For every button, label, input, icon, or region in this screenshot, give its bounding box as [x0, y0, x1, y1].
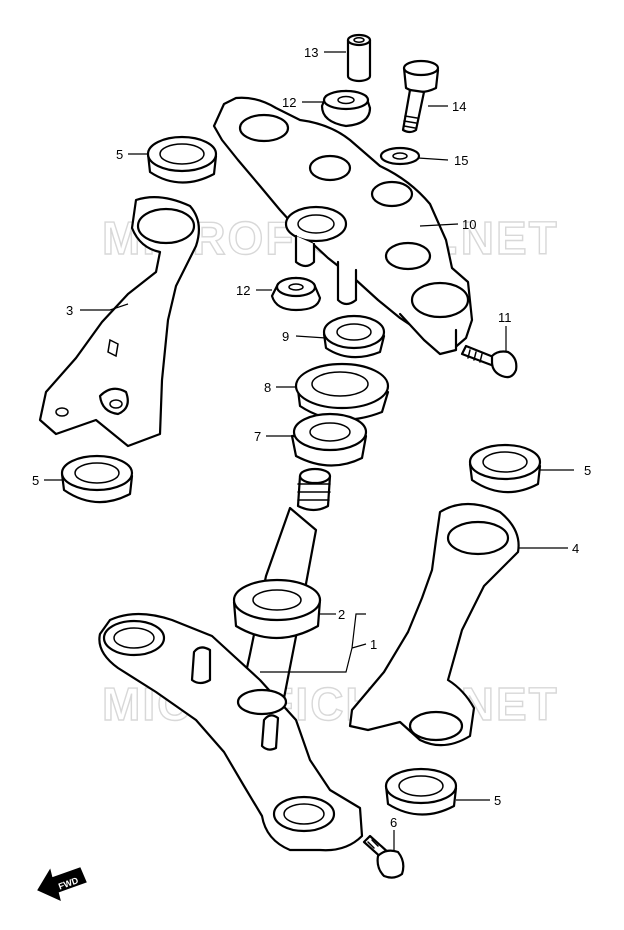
callout-1: 1 — [370, 637, 377, 652]
callout-13: 13 — [304, 45, 318, 60]
part-7-bearing[interactable] — [290, 412, 368, 467]
callout-11: 11 — [498, 310, 512, 325]
part-2-lower-bearing[interactable] — [232, 578, 322, 640]
callout-4: 4 — [572, 541, 579, 556]
part-5-ring-upper-left[interactable] — [146, 135, 218, 184]
callout-7: 7 — [254, 429, 261, 444]
callout-12-upper: 12 — [282, 95, 296, 110]
part-9-stem-nut[interactable] — [322, 314, 386, 359]
part-5-ring-lower-left[interactable] — [60, 454, 134, 504]
callout-14: 14 — [452, 99, 466, 114]
part-12-upper-cushion[interactable] — [320, 89, 372, 128]
part-13-spacer-tube[interactable] — [346, 33, 372, 83]
fwd-arrow-icon: FWD — [37, 867, 87, 902]
part-1-steering-stem[interactable] — [98, 467, 364, 852]
part-6-bolt[interactable] — [362, 834, 405, 879]
part-8-dust-seal[interactable] — [294, 362, 390, 421]
part-12-lower-cushion[interactable] — [270, 276, 322, 312]
callout-2: 2 — [338, 607, 345, 622]
part-3-left-fork-guide[interactable] — [38, 195, 201, 448]
part-15-washer[interactable] — [379, 146, 421, 166]
part-4-right-fork-guide[interactable] — [348, 502, 520, 747]
callouts: 13 12 14 5 15 10 3 12 11 9 8 7 5 5 4 2 1… — [32, 45, 591, 830]
callout-9: 9 — [282, 329, 289, 344]
part-5-ring-right-upper[interactable] — [468, 443, 542, 494]
callout-12-lower: 12 — [236, 283, 250, 298]
callout-5-right-upper: 5 — [584, 463, 591, 478]
part-14-bolt[interactable] — [401, 59, 440, 134]
callout-15: 15 — [454, 153, 468, 168]
part-11-bolt[interactable] — [460, 344, 518, 379]
part-10-upper-bracket[interactable] — [212, 96, 474, 356]
callout-5-right-lower: 5 — [494, 793, 501, 808]
callout-6: 6 — [390, 815, 397, 830]
callout-10: 10 — [462, 217, 476, 232]
callout-3: 3 — [66, 303, 73, 318]
callout-5-lower-left: 5 — [32, 473, 39, 488]
callout-8: 8 — [264, 380, 271, 395]
part-5-ring-right-lower[interactable] — [384, 767, 458, 816]
callout-5-upper-left: 5 — [116, 147, 123, 162]
leader-lines — [44, 51, 574, 852]
